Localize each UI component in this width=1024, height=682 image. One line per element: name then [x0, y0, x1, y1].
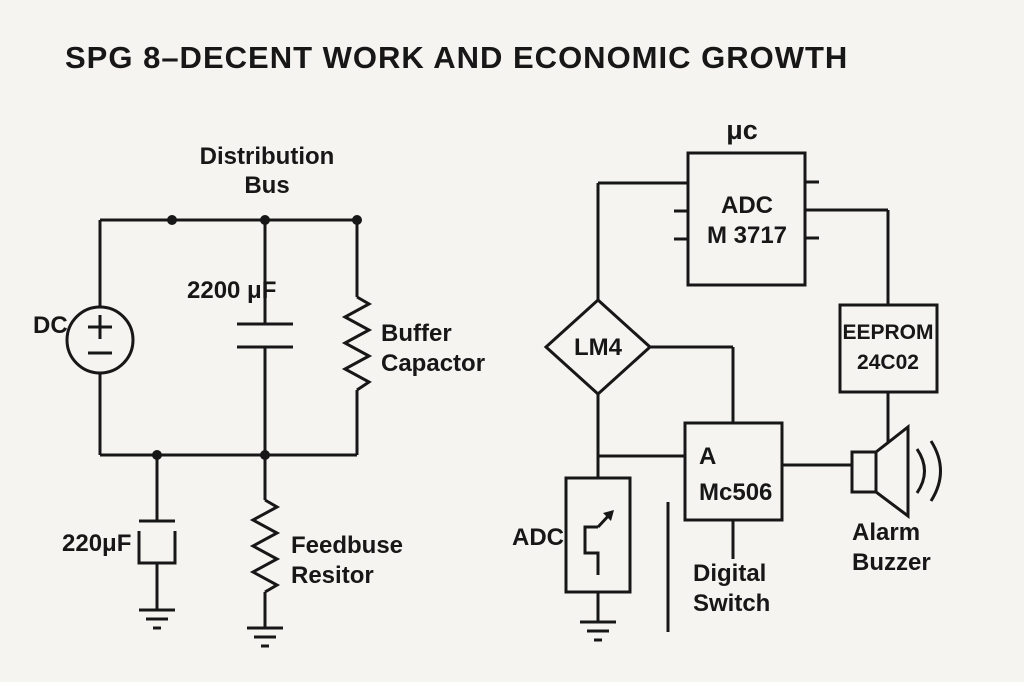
bus-capacitor-value: 2200 μF: [187, 277, 276, 304]
driver-chip-label-line1: A: [699, 443, 716, 470]
dc-label: DC: [33, 312, 68, 339]
ground-icon: [580, 620, 616, 642]
output-capacitor-value: 220μF: [62, 530, 131, 557]
distribution-bus-label-line1: Distribution: [200, 143, 335, 170]
microcontroller-label: μc: [726, 115, 758, 145]
junction-dot: [152, 450, 162, 460]
digital-switch-label-line2: Switch: [693, 590, 770, 617]
output-capacitor-symbol: [137, 519, 177, 565]
adc-module-box: [564, 476, 632, 594]
feedback-label-line2: Resitor: [291, 562, 374, 589]
left-circuit: Distribution Bus DC 2200 μF Buffer Capac…: [33, 143, 485, 648]
buzzer-icon: [850, 423, 942, 519]
eeprom-box: [838, 303, 939, 394]
eeprom-label-line2: 24C02: [857, 351, 919, 374]
alarm-buzzer-label-line1: Alarm: [852, 519, 920, 546]
junction-dots: [152, 215, 362, 460]
adc-chip-pins: [674, 180, 819, 241]
page-title: SPG 8–DECENT WORK AND ECONOMIC GROWTH: [65, 40, 848, 75]
digital-switch-label-line1: Digital: [693, 560, 766, 587]
adc-chip-label-line1: ADC: [721, 192, 773, 219]
plus-sign: [88, 315, 112, 339]
buffer-label-line2: Capactor: [381, 350, 485, 377]
bus-capacitor-symbol: [237, 322, 293, 349]
lm4-label: LM4: [574, 334, 623, 361]
junction-dot: [352, 215, 362, 225]
transistor-arrow-icon: [603, 510, 614, 521]
lm4-diamond: [543, 297, 653, 397]
ground-icon: [247, 626, 283, 648]
ground-icon: [139, 608, 175, 630]
junction-dot: [167, 215, 177, 225]
driver-chip-label-line2: Mc506: [699, 479, 772, 506]
sound-wave-icon: [929, 440, 942, 502]
dc-source-symbol: [65, 305, 135, 375]
sound-wave-icon: [915, 448, 926, 494]
adc-chip-label-line2: M 3717: [707, 222, 787, 249]
buffer-label-line1: Buffer: [381, 320, 452, 347]
speaker-cone: [874, 423, 910, 519]
feedback-label-line1: Feedbuse: [291, 532, 403, 559]
left-wires: [98, 218, 359, 628]
driver-chip-box: [683, 421, 784, 522]
distribution-bus-label-line2: Bus: [244, 172, 289, 199]
right-wires: [596, 181, 890, 632]
junction-dot: [260, 215, 270, 225]
adc-chip-box: [686, 151, 807, 287]
speaker-body: [850, 450, 878, 494]
adc-module-label: ADC: [512, 524, 564, 551]
eeprom-label-line1: EEPROM: [842, 321, 933, 344]
junction-dot: [260, 450, 270, 460]
transistor-icon: [583, 511, 613, 575]
right-circuit: μc ADC M 3717 LM4 EEPROM 24C02 A Mc506 A…: [512, 115, 942, 642]
dc-source-circle: [65, 305, 135, 375]
feedback-resistor-symbol: [249, 498, 281, 594]
alarm-buzzer-label-line2: Buzzer: [852, 549, 931, 576]
buffer-resistor-symbol: [341, 295, 373, 392]
